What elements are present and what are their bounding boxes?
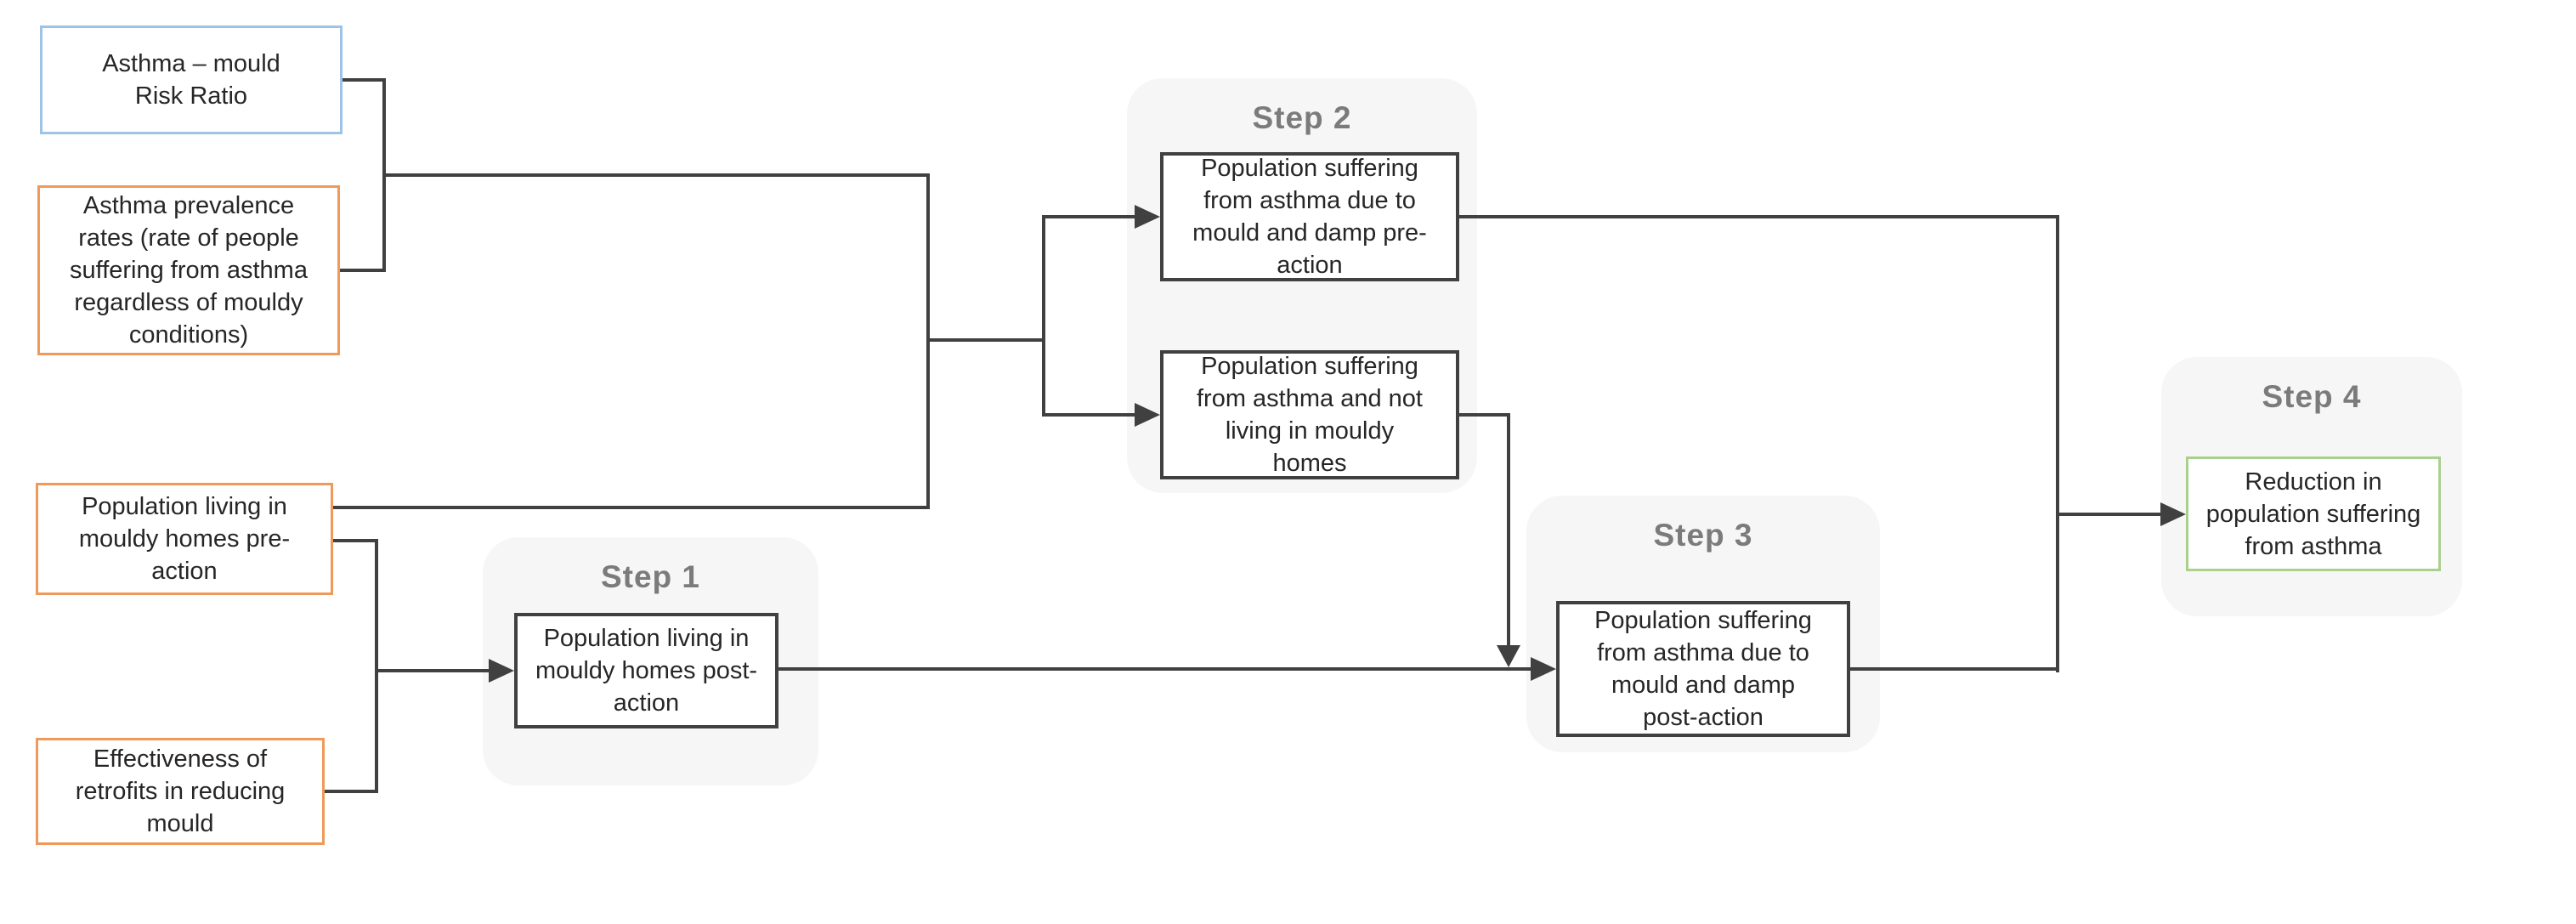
- connector-step2-bottom-drop: [1507, 413, 1510, 646]
- step-1-title: Step 1: [600, 559, 701, 594]
- arrowhead-into-step4: [2160, 502, 2186, 526]
- input-box-asthma-mould-risk-ratio-label: Asthma – mould Risk Ratio: [102, 50, 280, 110]
- input-box-retrofit-effectiveness-label: Effectiveness of retrofits in reducing m…: [75, 745, 286, 837]
- connector-step2-bottom-out: [1459, 413, 1510, 417]
- connector-pre-action-to-bus2: [333, 506, 928, 509]
- step-3-box-label: Population suffering from asthma due to …: [1594, 607, 1812, 731]
- connector-bus0: [375, 539, 378, 793]
- step-4-box-label: Reduction in population suffering from a…: [2205, 468, 2421, 560]
- connector-prevalence-out: [340, 269, 384, 272]
- connector-bus0-to-step1: [376, 669, 490, 672]
- step-4-box-reduction-asthma: Reduction in population suffering from a…: [2186, 456, 2441, 571]
- input-box-asthma-mould-risk-ratio: Asthma – mould Risk Ratio: [40, 26, 343, 134]
- arrowhead-into-step2-bottom: [1135, 403, 1160, 427]
- connector-pre-action-to-bus0: [333, 539, 376, 542]
- step-4-title: Step 4: [2262, 379, 2362, 414]
- connector-bus3-to-step4: [2058, 513, 2160, 516]
- arrowhead-into-step3: [1531, 657, 1556, 681]
- arrowhead-into-step2-top: [1135, 205, 1160, 229]
- connector-risk-ratio-out: [343, 78, 384, 82]
- connector-step1-to-step3: [778, 667, 1532, 671]
- input-box-population-mouldy-homes-pre-action: Population living in mouldy homes pre- a…: [36, 483, 333, 595]
- input-box-population-mouldy-homes-pre-action-label: Population living in mouldy homes pre- a…: [78, 493, 291, 585]
- input-box-asthma-prevalence-rates: Asthma prevalence rates (rate of people …: [37, 185, 340, 355]
- connector-retrofit-to-bus0: [325, 790, 376, 793]
- step-1-box-population-mouldy-homes-post-action: Population living in mouldy homes post- …: [514, 613, 778, 728]
- step-3-box-asthma-mould-damp-post-action: Population suffering from asthma due to …: [1556, 601, 1850, 737]
- connector-step3-to-bus3: [1850, 667, 2059, 671]
- input-box-retrofit-effectiveness: Effectiveness of retrofits in reducing m…: [36, 738, 325, 845]
- connector-bus3: [2056, 215, 2059, 672]
- connector-fork-to-step2-top: [1042, 215, 1136, 218]
- step-2-box-top-label: Population suffering from asthma due to …: [1192, 155, 1427, 279]
- step-2-title: Step 2: [1252, 100, 1352, 135]
- step-2-box-asthma-not-mouldy-homes: Population suffering from asthma and not…: [1160, 350, 1459, 479]
- arrowhead-into-step1: [489, 659, 514, 683]
- step-2-box-bottom-label: Population suffering from asthma and not…: [1197, 353, 1423, 477]
- connector-bus1-to-bus2: [384, 173, 928, 177]
- step-1-box-label: Population living in mouldy homes post- …: [535, 625, 758, 717]
- step-2-box-asthma-mould-damp-pre-action: Population suffering from asthma due to …: [1160, 152, 1459, 281]
- arrowhead-step2-bottom-merge: [1497, 645, 1520, 667]
- connector-step2-fork-bus: [1042, 215, 1045, 417]
- step-3-title: Step 3: [1653, 518, 1753, 553]
- input-box-asthma-prevalence-rates-label: Asthma prevalence rates (rate of people …: [70, 192, 308, 349]
- connector-fork-to-step2-bottom: [1042, 413, 1136, 417]
- connector-bus2-to-step2-fork: [928, 338, 1045, 342]
- connector-step2-top-to-bus3: [1459, 215, 2059, 218]
